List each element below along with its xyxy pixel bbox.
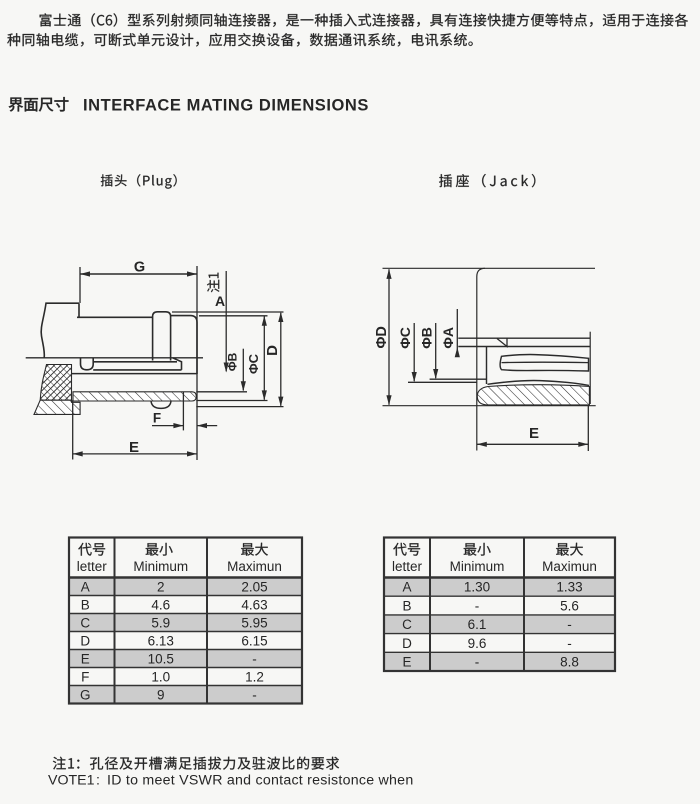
svg-text::: : bbox=[96, 772, 100, 788]
svg-text:F: F bbox=[153, 411, 161, 426]
svg-text:5.6: 5.6 bbox=[560, 598, 579, 613]
svg-text:1.2: 1.2 bbox=[245, 669, 264, 684]
svg-text:G: G bbox=[80, 687, 91, 702]
svg-text:C: C bbox=[402, 617, 412, 632]
svg-text:C: C bbox=[80, 615, 90, 630]
svg-text:A: A bbox=[81, 579, 90, 594]
svg-text:2: 2 bbox=[157, 579, 165, 594]
svg-text:G: G bbox=[134, 260, 145, 276]
svg-text:6.15: 6.15 bbox=[241, 633, 267, 648]
svg-text:5.9: 5.9 bbox=[151, 615, 170, 630]
svg-text:ΦB: ΦB bbox=[226, 352, 240, 371]
svg-text:Maximun: Maximun bbox=[542, 559, 597, 574]
svg-text:ΦC: ΦC bbox=[397, 327, 413, 349]
svg-text:-: - bbox=[475, 598, 480, 613]
svg-text:10.5: 10.5 bbox=[148, 651, 174, 666]
svg-text:1.0: 1.0 bbox=[151, 669, 170, 684]
svg-text:D: D bbox=[402, 636, 412, 651]
svg-text:E: E bbox=[402, 654, 411, 669]
svg-text:letter: letter bbox=[77, 559, 108, 574]
svg-text:Minimum: Minimum bbox=[133, 559, 188, 574]
svg-text:5.95: 5.95 bbox=[241, 615, 267, 630]
svg-text:4.63: 4.63 bbox=[241, 597, 267, 612]
svg-text:B: B bbox=[402, 598, 411, 613]
svg-text:-: - bbox=[252, 651, 257, 666]
svg-text:ΦD: ΦD bbox=[374, 326, 390, 348]
svg-text:ΦA: ΦA bbox=[440, 327, 456, 349]
svg-text:Maximun: Maximun bbox=[227, 559, 282, 574]
svg-text:-: - bbox=[567, 617, 572, 632]
svg-text:1.30: 1.30 bbox=[464, 580, 490, 595]
svg-text:2.05: 2.05 bbox=[241, 579, 267, 594]
svg-text:E: E bbox=[129, 439, 139, 456]
svg-text:Minimum: Minimum bbox=[450, 559, 505, 574]
svg-text:A: A bbox=[215, 293, 225, 309]
svg-text:-: - bbox=[252, 687, 257, 702]
svg-text:E: E bbox=[81, 651, 90, 666]
svg-text:ΦB: ΦB bbox=[419, 327, 435, 349]
svg-text:E: E bbox=[529, 425, 539, 442]
svg-text:4.6: 4.6 bbox=[151, 597, 170, 612]
svg-text:9.6: 9.6 bbox=[468, 636, 487, 651]
svg-text:D: D bbox=[80, 633, 90, 648]
svg-text:8.8: 8.8 bbox=[560, 654, 579, 669]
svg-text:F: F bbox=[81, 669, 89, 684]
svg-text:D: D bbox=[264, 345, 281, 356]
svg-text:B: B bbox=[81, 597, 90, 612]
svg-text:-: - bbox=[567, 636, 572, 651]
svg-text:6.1: 6.1 bbox=[468, 617, 487, 632]
svg-text:INTERFACE MATING DIMENSIONS: INTERFACE MATING DIMENSIONS bbox=[83, 97, 369, 115]
svg-text:ΦC: ΦC bbox=[246, 353, 261, 374]
svg-text:9: 9 bbox=[157, 687, 165, 702]
svg-text:6.13: 6.13 bbox=[148, 633, 174, 648]
svg-text:-: - bbox=[475, 654, 480, 669]
svg-text:1.33: 1.33 bbox=[556, 580, 582, 595]
svg-text:A: A bbox=[402, 580, 411, 595]
svg-text:letter: letter bbox=[392, 559, 423, 574]
svg-text:ID to meet VSWR and contact re: ID to meet VSWR and contact resistonce w… bbox=[107, 772, 413, 788]
svg-text:VOTE1: VOTE1 bbox=[48, 772, 95, 788]
